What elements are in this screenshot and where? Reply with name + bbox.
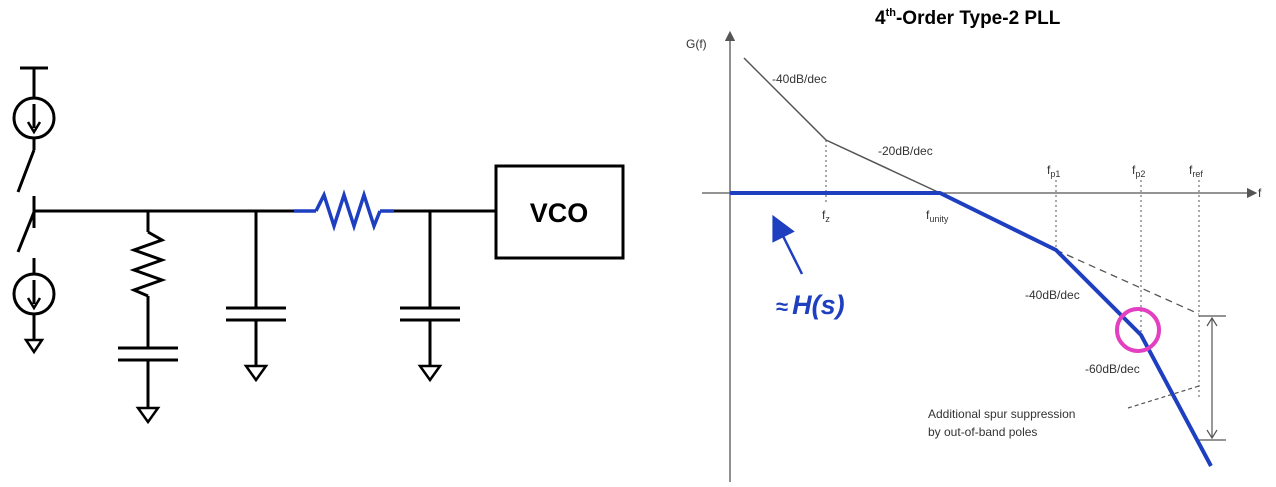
ground-symbol <box>243 364 269 383</box>
fp2-label: fp2 <box>1132 163 1145 179</box>
loop-filter-circuit <box>12 66 625 425</box>
vco-box <box>494 164 625 260</box>
fz-label: fz <box>822 208 830 224</box>
h-approx-label: ≈H(s) <box>776 290 845 320</box>
slope-label-4: -60dB/dec <box>1085 362 1140 376</box>
fp1-label: fp1 <box>1047 163 1060 179</box>
ground-symbol <box>135 406 161 425</box>
ground-symbol <box>417 364 443 383</box>
y-axis-label: G(f) <box>686 37 707 51</box>
slope-label-2: -20dB/dec <box>878 144 933 158</box>
spur-suppression-bracket <box>1127 315 1226 441</box>
highlight-circle <box>1115 307 1161 353</box>
spur-note-line-1: Additional spur suppression <box>928 407 1075 421</box>
closed-loop-response-curve <box>730 191 1213 467</box>
funity-label: funity <box>926 208 949 224</box>
current-source-down <box>12 272 56 316</box>
slope-label-1: -40dB/dec <box>772 72 827 86</box>
frequency-guides <box>825 140 1200 398</box>
switch-down <box>16 211 36 253</box>
asymptote-extension <box>1055 249 1200 315</box>
resistor-r1 <box>129 230 167 298</box>
spur-note-line-2: by out-of-band poles <box>928 425 1037 439</box>
x-axis-label: f <box>1258 186 1262 200</box>
resistor-r3-blue <box>294 189 394 232</box>
ground-symbol <box>23 338 45 355</box>
h-approx-arrow <box>772 214 804 275</box>
vco-label: VCO <box>530 198 589 228</box>
plot-title: 4th-Order Type-2 PLL <box>875 7 1061 29</box>
current-source-up <box>12 96 56 140</box>
bode-plot: 4th-Order Type-2 PLL G(f) f <box>686 7 1262 482</box>
slope-label-3: -40dB/dec <box>1025 288 1080 302</box>
fref-label: fref <box>1189 163 1203 179</box>
switch-up <box>16 149 36 193</box>
